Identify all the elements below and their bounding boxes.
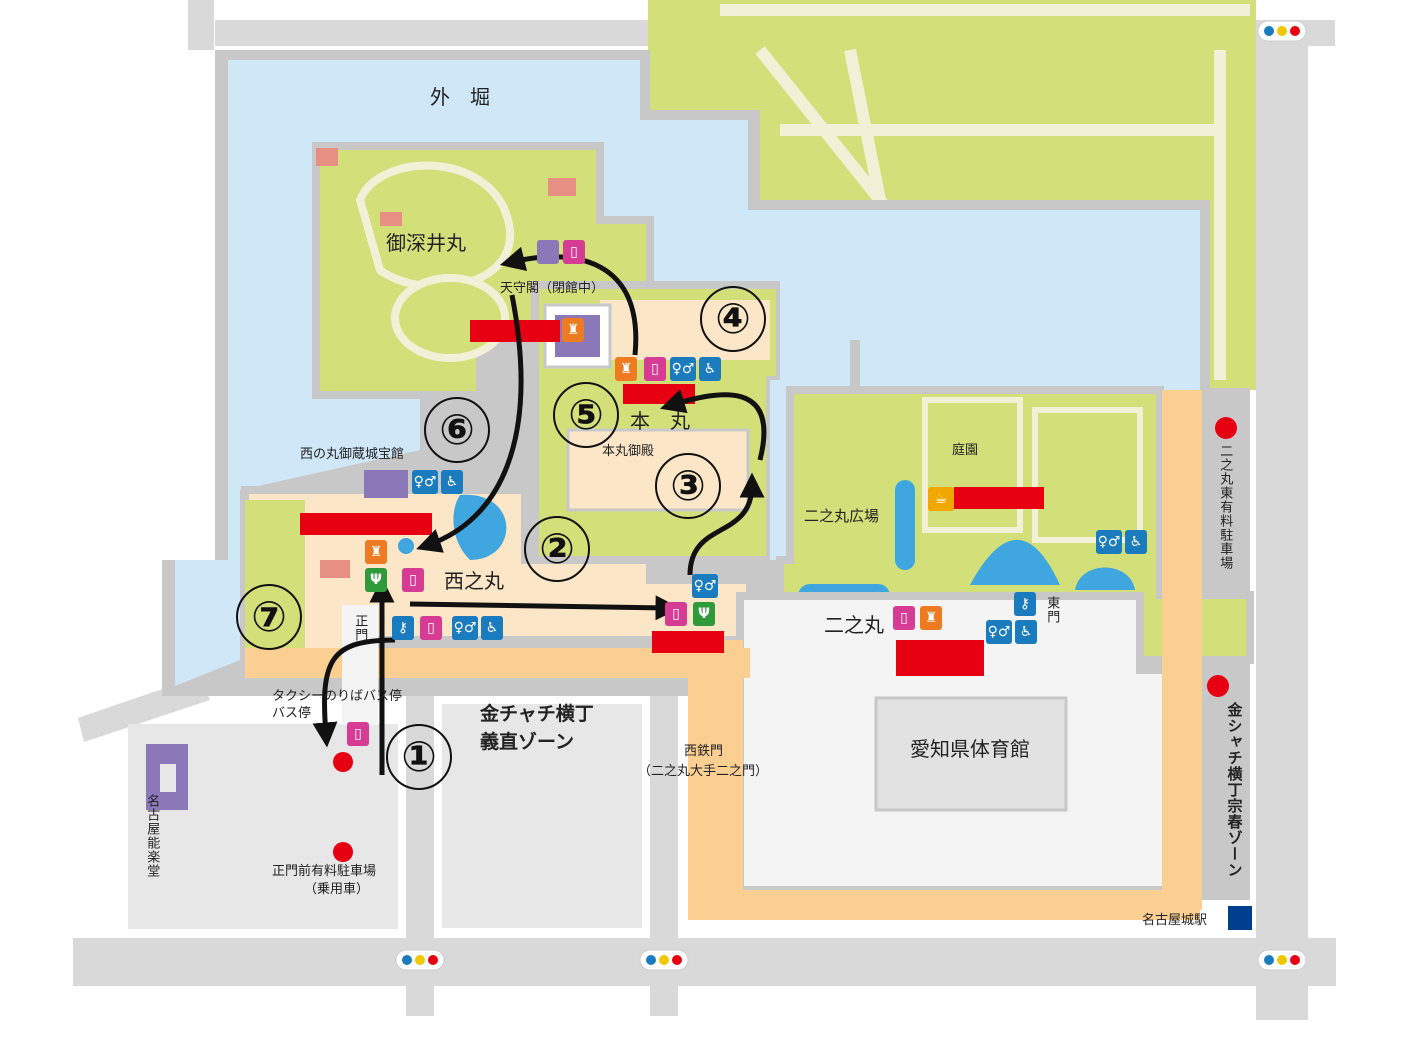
signal-icon — [395, 949, 445, 971]
locker-icon: ⚷ — [1014, 592, 1036, 616]
cafe-icon: ☕ — [928, 487, 954, 511]
block-mid — [442, 704, 642, 928]
parking-icon — [333, 842, 353, 862]
route-arrow-7 — [312, 637, 396, 748]
road-south — [73, 938, 1336, 986]
closed-marker-6 — [896, 640, 984, 676]
tenshukaku-icon: ♜ — [562, 318, 584, 342]
nishinomaru-label: 西之丸 — [444, 569, 504, 593]
teien-label: 庭園 — [952, 443, 979, 458]
shop-icon: ▯ — [563, 240, 585, 264]
parking-icon — [1207, 675, 1229, 697]
route-arrow-5 — [499, 246, 639, 356]
seimon-path — [342, 605, 378, 725]
route-number-7: ⑦ — [236, 584, 302, 650]
accessible-toilet-icon: ♿ — [441, 470, 463, 494]
parking-seimon-sub-label: （乗用車） — [304, 882, 370, 897]
route-number-3: ③ — [655, 453, 721, 519]
tenshukaku-icon: ♜ — [365, 540, 387, 564]
route-number-4: ④ — [700, 286, 766, 352]
road-top-left — [188, 0, 214, 50]
toilet-icon: ♀♂ — [1096, 530, 1122, 554]
signal-icon — [1257, 20, 1307, 42]
ninomaru-label: 二之丸 — [824, 613, 884, 637]
gym-label: 愛知県体育館 — [910, 737, 1030, 761]
honmaru-goten-label: 本丸御殿 — [602, 444, 655, 459]
kinshachi-muneharu-label: 金シャチ横丁宗春ゾーン — [1225, 702, 1244, 878]
route-number-5: ⑤ — [553, 382, 619, 448]
closed-marker-1 — [470, 320, 560, 342]
bus-stop-label: バス停 — [272, 706, 312, 721]
shop-icon: ▯ — [893, 606, 915, 630]
ofukei-maru-label: 御深井丸 — [386, 231, 466, 255]
toilet-icon: ♀♂ — [986, 620, 1012, 644]
gym-building — [874, 696, 1068, 812]
closed-marker-5 — [954, 487, 1044, 509]
toilet-icon: ♀♂ — [452, 616, 478, 640]
route-number-1: ① — [386, 724, 452, 790]
signal-icon — [639, 949, 689, 971]
route-arrow-2 — [409, 595, 681, 621]
closed-marker-4 — [652, 631, 724, 653]
parking-seimon-label: 正門前有料駐車場 — [272, 864, 377, 879]
parking-east-label: 二之丸東有料駐車場 — [1217, 444, 1233, 570]
restaurant-icon: Ψ — [365, 568, 387, 592]
taxi-bus-label: タクシーのりばバス停 — [272, 689, 403, 704]
tenshukaku-icon: ♜ — [920, 606, 942, 630]
building-icon — [537, 240, 559, 264]
shop-icon: ▯ — [665, 602, 687, 626]
locker-icon: ⚷ — [392, 616, 414, 640]
tenshukaku-label: 天守閣（閉館中） — [500, 281, 605, 296]
shop-icon: ▯ — [347, 722, 369, 746]
yoshinao-zone-label: 義直ゾーン — [480, 731, 575, 753]
road-east — [1256, 40, 1308, 1020]
toilet-icon: ♀♂ — [670, 357, 696, 381]
parking-icon — [1215, 417, 1237, 439]
honmaru-label: 本 丸 — [630, 409, 690, 433]
signal-icon — [1257, 949, 1307, 971]
closed-marker-3 — [300, 513, 432, 535]
band-south — [688, 890, 1200, 920]
kinshachi-label: 金チャチ横丁 — [480, 703, 594, 725]
restaurant-icon: Ψ — [693, 602, 715, 626]
station-label: 名古屋城駅 — [1142, 913, 1208, 928]
tenshukaku-icon: ♜ — [615, 357, 637, 381]
band-east — [688, 640, 743, 900]
accessible-toilet-icon: ♿ — [481, 616, 503, 640]
station-marker — [1228, 906, 1252, 930]
nogakudo-label: 名古屋能楽堂 — [144, 794, 160, 878]
museum-building — [364, 470, 408, 498]
museum-label: 西の丸御蔵城宝館 — [300, 447, 405, 462]
route-number-2: ② — [524, 516, 590, 582]
route-arrow-4 — [660, 389, 767, 461]
outer-moat-label: 外 堀 — [430, 85, 490, 109]
parking-icon — [333, 752, 353, 772]
toilet-icon: ♀♂ — [692, 574, 718, 598]
nishi-tetsumon-label: 西鉄門 — [684, 744, 724, 759]
shop-icon: ▯ — [420, 616, 442, 640]
toilet-icon: ♀♂ — [412, 470, 438, 494]
seimon-label: 正門 — [352, 614, 368, 642]
nishi-tetsumon-sub-label: （二之丸大手二之門） — [638, 764, 769, 779]
higashimon-label: 東門 — [1044, 596, 1060, 624]
accessible-toilet-icon: ♿ — [1125, 530, 1147, 554]
shop-icon: ▯ — [402, 568, 424, 592]
route-arrow-6 — [416, 294, 524, 553]
accessible-toilet-icon: ♿ — [1015, 620, 1037, 644]
accessible-toilet-icon: ♿ — [699, 357, 721, 381]
ninomaru-hiroba-label: 二之丸広場 — [804, 507, 880, 525]
shop-icon: ▯ — [644, 357, 666, 381]
route-number-6: ⑥ — [424, 397, 490, 463]
band-east-right — [1162, 390, 1202, 910]
route-arrow-3 — [687, 472, 765, 576]
